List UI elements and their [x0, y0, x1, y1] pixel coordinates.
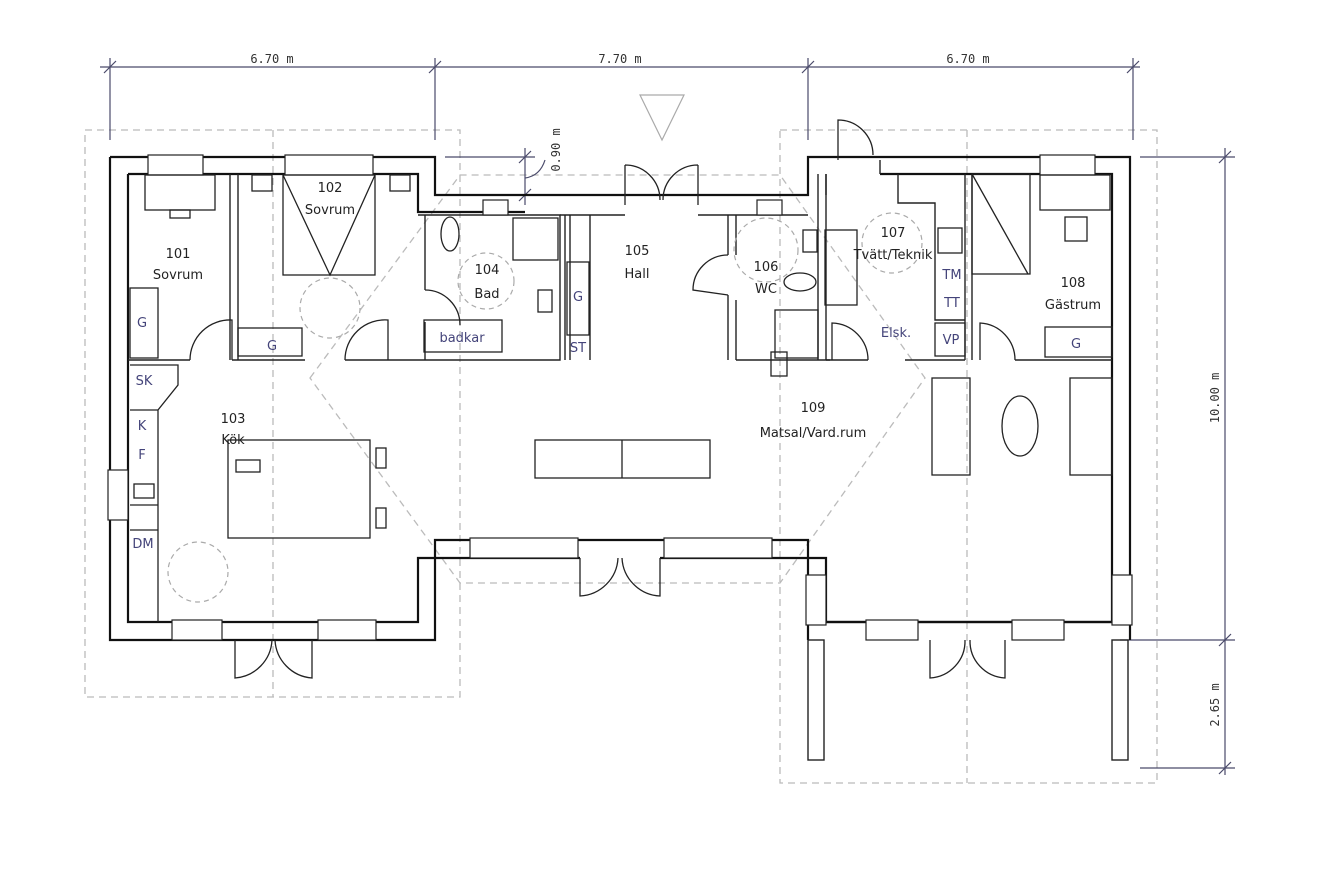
room-109-number: 109: [801, 401, 826, 416]
broom-closet-label: SK: [136, 374, 153, 389]
room-106-name: WC: [755, 282, 777, 297]
room-104-number: 104: [475, 263, 500, 278]
windows: [107, 154, 1133, 641]
wardrobe-label: G: [1071, 337, 1081, 352]
storage-label: ST: [570, 341, 586, 356]
walls: [108, 155, 1132, 761]
dimension-top-right: 6.70 m: [946, 52, 989, 66]
room-108-name: Gästrum: [1045, 298, 1101, 313]
dimension-top-left: 6.70 m: [250, 52, 293, 66]
dimension-right-main: 10.00 m: [1208, 373, 1222, 424]
room-106-number: 106: [754, 260, 779, 275]
room-104-name: Bad: [474, 287, 499, 302]
room-105-number: 105: [625, 244, 650, 259]
turning-circles: [167, 212, 923, 603]
room-101-number: 101: [166, 247, 191, 262]
washer-label: TM: [941, 268, 961, 283]
bathtub-label: badkar: [439, 331, 485, 346]
dimension-setback: 0.90 m: [549, 128, 563, 171]
room-103-name: Kök: [221, 433, 245, 448]
dimension-right-porch: 2.65 m: [1208, 683, 1222, 726]
room-107-number: 107: [881, 226, 906, 241]
room-107-name: Tvätt/Teknik: [853, 248, 933, 263]
room-109-name: Matsal/Vard.rum: [760, 426, 867, 441]
room-102-name: Sovrum: [305, 203, 355, 218]
room-103-number: 103: [221, 412, 246, 427]
dishwasher-label: DM: [132, 537, 153, 552]
roof-outline: [84, 129, 1158, 784]
electrical-cabinet-label: Elsk.: [881, 326, 911, 341]
wardrobe-label: G: [267, 339, 277, 354]
freezer-label: F: [138, 448, 145, 463]
dryer-label: TT: [943, 296, 960, 311]
fridge-label: K: [138, 419, 147, 434]
entrance-marker: [639, 94, 685, 142]
doors: [189, 119, 1016, 679]
room-101-name: Sovrum: [153, 268, 203, 283]
heat-pump-label: VP: [943, 333, 960, 348]
room-105-name: Hall: [625, 267, 650, 282]
dimension-top-center: 7.70 m: [598, 52, 641, 66]
room-102-number: 102: [318, 181, 343, 196]
room-108-number: 108: [1061, 276, 1086, 291]
dimension-lines: [100, 58, 1235, 775]
furniture: [129, 173, 1113, 622]
wardrobe-label: G: [573, 290, 583, 305]
wardrobe-label: G: [137, 316, 147, 331]
